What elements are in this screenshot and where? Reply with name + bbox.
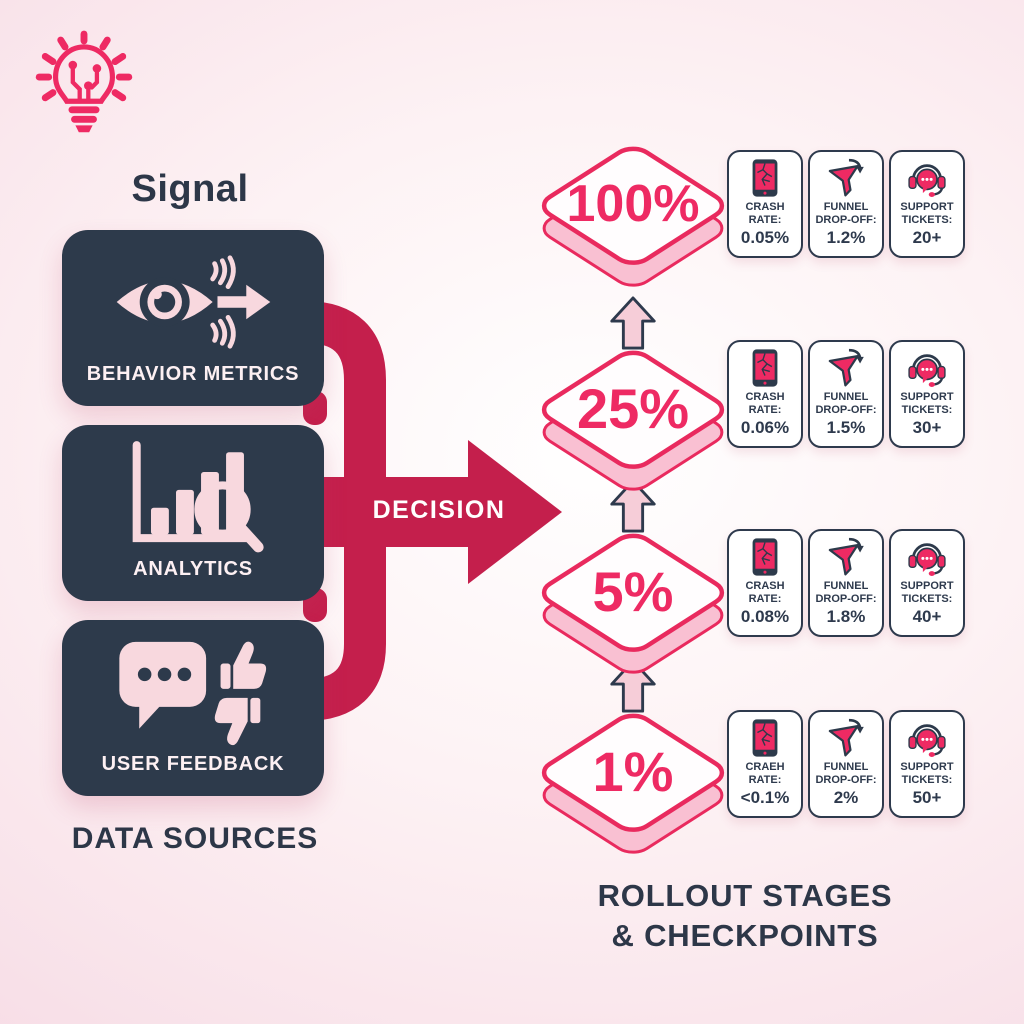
funnel-icon <box>828 158 866 198</box>
metric-label: CRASH <box>745 201 785 213</box>
metric-value: 40+ <box>912 607 942 627</box>
support-headset-icon <box>907 543 947 577</box>
metric-label: CRAEH <box>745 761 785 773</box>
stage-percent: 25% <box>576 376 690 440</box>
metric-label: SUPPORT <box>900 201 954 213</box>
metric-value: 1.8% <box>826 607 866 627</box>
bar-chart-magnifier-icon <box>117 438 269 556</box>
support-headset-icon <box>907 354 947 388</box>
metric-value: 50+ <box>912 788 942 808</box>
stage-percent: 100% <box>566 175 700 233</box>
metric-value: 30+ <box>912 418 942 438</box>
source-label-behavior-metrics: BEHAVIOR METRICS <box>86 363 300 385</box>
metric-label: FUNNEL <box>823 201 869 213</box>
support-headset-icon <box>907 164 947 198</box>
source-box-analytics: ANALYTICS <box>62 425 324 601</box>
eye-signal-arrow-icon <box>109 244 277 360</box>
metric-label: CRASH <box>745 580 785 592</box>
crashed-phone-icon <box>751 158 779 198</box>
funnel-icon <box>828 718 866 758</box>
source-box-behavior-metrics: BEHAVIOR METRICS <box>62 230 324 406</box>
metric-label: FUNNEL <box>823 761 869 773</box>
signal-title: Signal <box>131 168 249 210</box>
funnel-icon <box>828 348 866 388</box>
source-label-user-feedback: USER FEEDBACK <box>101 753 285 775</box>
rollout-caption-line1: ROLLOUT STAGES <box>597 878 893 913</box>
metric-value: 0.08% <box>740 607 790 627</box>
decision-label: DECISION <box>372 496 506 524</box>
source-label-analytics: ANALYTICS <box>133 558 253 580</box>
source-box-user-feedback: USER FEEDBACK <box>62 620 324 796</box>
metric-label: SUPPORT <box>900 391 954 403</box>
metric-label: SUPPORT <box>900 761 954 773</box>
stage-percent: 5% <box>592 559 674 623</box>
metric-value: 20+ <box>912 228 942 248</box>
metric-value: <0.1% <box>740 788 790 808</box>
rollout-caption-line2: & CHECKPOINTS <box>611 917 879 953</box>
metric-label: CRASH <box>745 391 785 403</box>
lightbulb-circuit-icon <box>28 20 140 148</box>
metric-label: SUPPORT <box>900 580 954 592</box>
metric-value: 0.06% <box>740 418 790 438</box>
stage-up-arrow-icon <box>610 296 656 350</box>
metric-value: 0.05% <box>740 228 790 248</box>
stage-percent: 1% <box>592 739 674 803</box>
crashed-phone-icon <box>751 718 779 758</box>
funnel-icon <box>828 537 866 577</box>
speech-bubble-thumbs-icon <box>113 631 273 753</box>
metric-label: FUNNEL <box>823 580 869 592</box>
crashed-phone-icon <box>751 348 779 388</box>
metric-label: FUNNEL <box>823 391 869 403</box>
crashed-phone-icon <box>751 537 779 577</box>
data-sources-caption: DATA SOURCES <box>71 822 319 855</box>
metric-value: 1.2% <box>826 228 866 248</box>
rollout-caption: ROLLOUT STAGES & CHECKPOINTS <box>545 876 945 955</box>
metric-value: 1.5% <box>826 418 866 438</box>
support-headset-icon <box>907 724 947 758</box>
metric-value: 2% <box>833 788 859 808</box>
